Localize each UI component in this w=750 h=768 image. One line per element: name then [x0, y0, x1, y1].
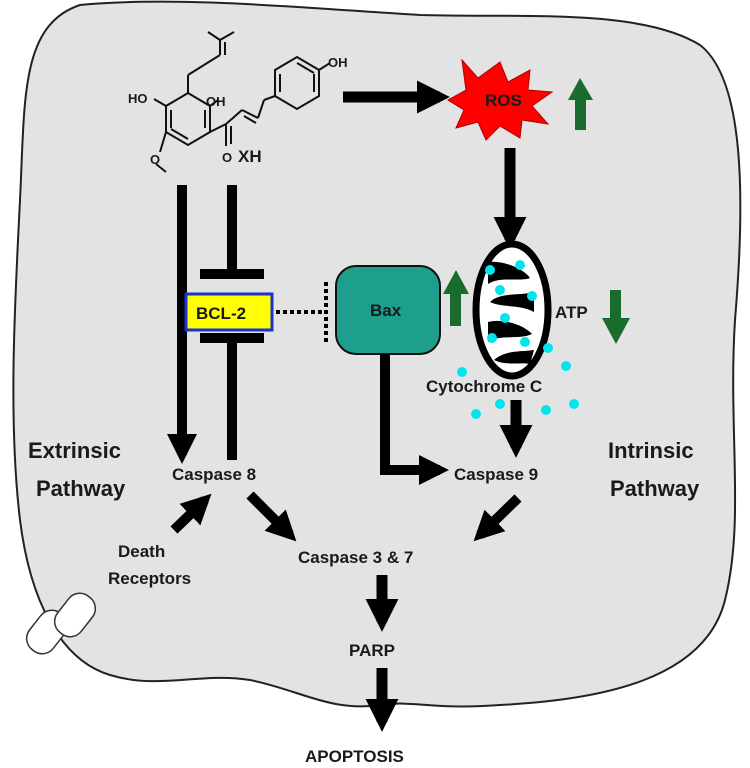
intrinsic-pathway-label-line1: Intrinsic — [608, 438, 694, 463]
death-receptors-label-line1: Death — [118, 542, 165, 561]
xh-oh-mid-label: OH — [206, 94, 226, 109]
xh-label: XH — [238, 147, 262, 166]
intrinsic-pathway-label-line2: Pathway — [610, 476, 700, 501]
death-receptor-icon — [25, 592, 97, 655]
extrinsic-pathway-label-line1: Extrinsic — [28, 438, 121, 463]
xh-ether-o-label: O — [150, 152, 160, 167]
bcl2-label: BCL-2 — [196, 304, 246, 323]
arrow-caspase9-to-caspase37 — [473, 494, 522, 542]
xh-ketone-o-label: O — [222, 150, 232, 165]
ros-label: ROS — [485, 91, 522, 110]
extrinsic-pathway-label-line2: Pathway — [36, 476, 126, 501]
apoptosis-label: APOPTOSIS — [305, 747, 404, 766]
death-receptors-label-line2: Receptors — [108, 569, 191, 588]
ros-up-arrow-icon — [568, 78, 593, 130]
arrow-death-receptors-to-caspase8 — [170, 493, 212, 534]
caspase8-label: Caspase 8 — [172, 465, 256, 484]
atp-label: ATP — [555, 303, 588, 322]
xh-oh-left-label: HO — [128, 91, 148, 106]
bax-label: Bax — [370, 301, 402, 320]
atp-down-arrow-icon — [602, 290, 630, 344]
arrow-bax-to-caspase9 — [380, 354, 449, 485]
bax-up-arrow-icon — [443, 270, 469, 326]
arrow-caspase8-to-caspase37 — [246, 491, 297, 542]
cytochrome-c-label: Cytochrome C — [426, 377, 542, 396]
xh-oh-top-label: OH — [328, 55, 348, 70]
xh-structure-icon — [153, 31, 331, 173]
bcl2-node — [184, 292, 274, 332]
ros-burst — [447, 58, 554, 141]
cytochrome-c-dots — [457, 343, 579, 419]
mitochondrion-icon — [472, 240, 552, 380]
caspase9-label: Caspase 9 — [454, 465, 538, 484]
parp-label: PARP — [349, 641, 395, 660]
caspase37-label: Caspase 3 & 7 — [298, 548, 413, 567]
